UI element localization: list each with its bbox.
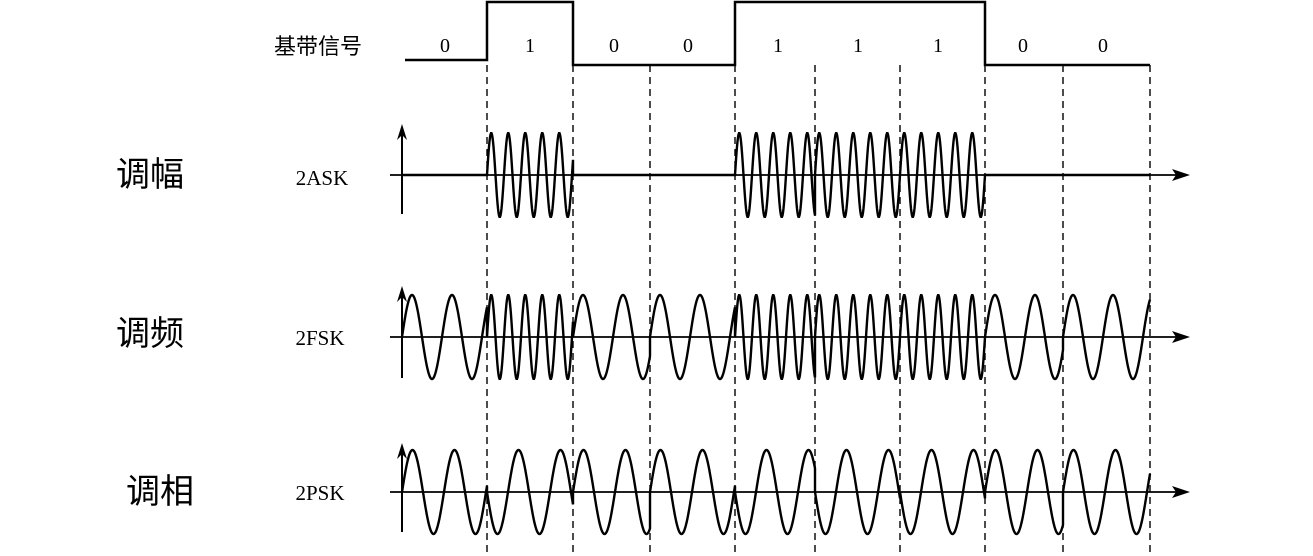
category-label: 调频: [116, 314, 184, 354]
signal-label: 2FSK: [295, 326, 344, 350]
time-axis-arrowhead: [1172, 486, 1190, 498]
y-axis-arrowhead: [397, 443, 407, 459]
row-2fsk: 调频 2FSK: [116, 286, 1190, 381]
bit-label: 1: [853, 35, 863, 57]
row-2ask: 调幅 2ASK: [116, 124, 1190, 218]
bit-label: 1: [933, 35, 943, 57]
signal-label: 2ASK: [296, 166, 349, 190]
y-axis-arrowhead: [397, 286, 407, 302]
signal-label: 2PSK: [295, 481, 344, 505]
bit-label: 1: [773, 35, 783, 57]
bit-label: 0: [1098, 35, 1108, 57]
bit-labels: 0 1 0 0 1 1 1 0 0: [440, 35, 1108, 57]
baseband-label: 基带信号: [274, 35, 362, 60]
bit-label: 0: [1018, 35, 1028, 57]
ask-waveform: [402, 132, 1150, 218]
bit-label: 0: [609, 35, 619, 57]
fsk-waveform: [400, 293, 1152, 381]
time-axis-arrowhead: [1172, 169, 1190, 181]
category-label: 调相: [126, 472, 194, 512]
bit-label: 1: [525, 35, 535, 57]
psk-waveform: [400, 448, 1152, 536]
time-axis-arrowhead: [1172, 331, 1190, 343]
category-label: 调幅: [116, 155, 184, 195]
bit-label: 0: [683, 35, 693, 57]
row-2psk: 调相 2PSK: [126, 443, 1190, 536]
y-axis-arrowhead: [397, 124, 407, 140]
bit-label: 0: [440, 35, 450, 57]
baseband-waveform: [405, 0, 1150, 67]
